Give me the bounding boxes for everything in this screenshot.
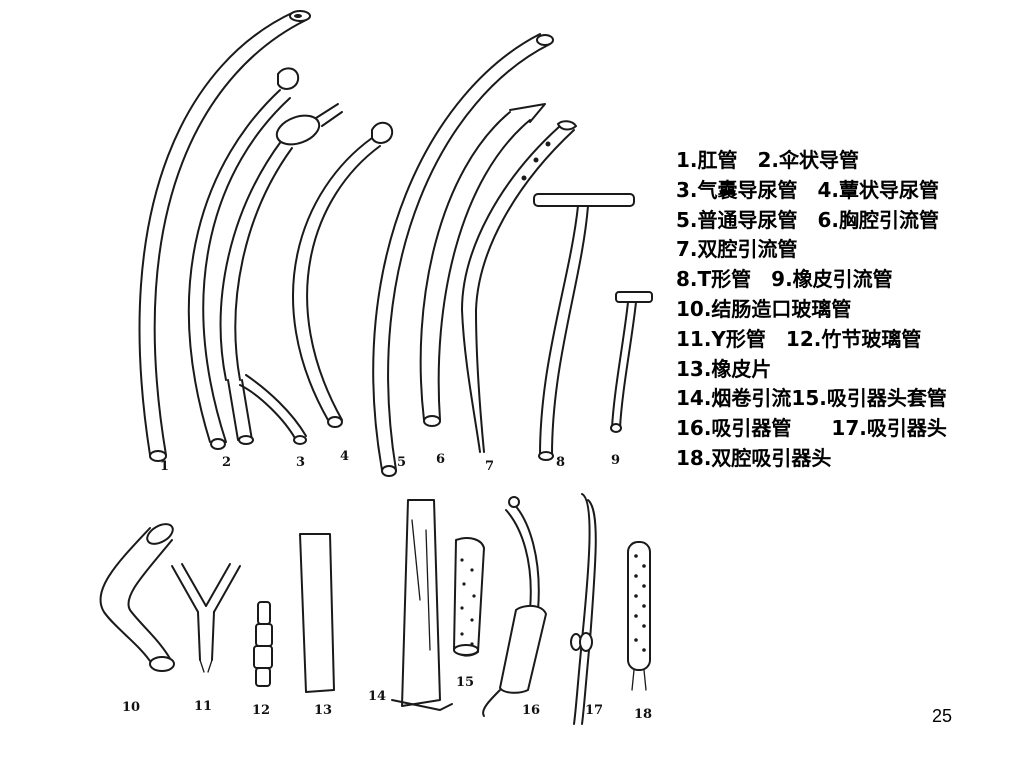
- legend-line: 3.气囊导尿管 4.蕈状导尿管: [676, 177, 940, 202]
- figure-label-2: 2: [222, 455, 231, 470]
- tube-9-rubber-drainage-tube: [610, 291, 653, 433]
- legend: 1.肛管 2.伞状导管 3.气囊导尿管 4.蕈状导尿管 5.普通导尿管 6.胸腔…: [676, 146, 1016, 474]
- figure-label-14: 14: [368, 689, 386, 704]
- tube-7-double-lumen-tube: [461, 120, 578, 453]
- legend-line: 14.烟卷引流15.吸引器头套管: [676, 386, 947, 411]
- figure-label-15: 15: [456, 675, 474, 690]
- tube-16-suction-tube: [482, 496, 548, 717]
- tube-18-double-lumen-suction-tip: [627, 541, 651, 691]
- legend-line: 1.肛管 2.伞状导管: [676, 148, 860, 172]
- tube-6-chest-drainage-tube: [419, 103, 546, 427]
- figure-label-9: 9: [611, 453, 620, 468]
- page-number: 25: [932, 706, 953, 726]
- tube-15-suction-sleeve: [453, 537, 485, 657]
- figure-label-16: 16: [522, 703, 540, 718]
- figure-label-1: 1: [160, 459, 169, 474]
- tube-12-bamboo-glass-tube: [253, 601, 273, 687]
- figure-label-17: 17: [585, 703, 603, 718]
- figure-label-18: 18: [634, 707, 652, 722]
- tube-13-rubber-sheet: [299, 533, 335, 693]
- tube-11-y-tube: [171, 563, 241, 673]
- tube-4-mushroom-catheter: [292, 121, 394, 428]
- figure-label-12: 12: [252, 703, 270, 718]
- tube-17-suction-tip: [570, 493, 597, 725]
- tube-3-balloon-catheter: [219, 103, 343, 445]
- tube-5-ordinary-catheter: [372, 33, 554, 477]
- tube-10-colostomy-glass-tube: [99, 523, 175, 672]
- legend-line: 5.普通导尿管 6.胸腔引流管: [676, 207, 940, 232]
- legend-line: 13.橡皮片: [676, 356, 772, 381]
- legend-line: 18.双腔吸引器头: [676, 445, 832, 470]
- figure-label-5: 5: [397, 455, 406, 470]
- legend-line: 11.Y形管 12.竹节玻璃管: [676, 326, 922, 351]
- legend-line: 7.双腔引流管: [676, 237, 798, 262]
- legend-line: 8.T形管 9.橡皮引流管: [676, 267, 893, 292]
- legend-line: 16.吸引器管 17.吸引器头: [676, 416, 947, 441]
- figure-label-7: 7: [485, 459, 494, 474]
- tube-1-anal-tube: [138, 10, 311, 462]
- figure-label-11: 11: [194, 699, 212, 714]
- figure-label-13: 13: [314, 703, 332, 718]
- tube-8-t-tube: [533, 193, 635, 461]
- legend-line: 10.结肠造口玻璃管: [676, 296, 852, 321]
- tube-2-umbrella-catheter: [187, 67, 300, 450]
- tube-14-cigarette-drain: [391, 499, 453, 711]
- figure-label-8: 8: [556, 455, 565, 470]
- figure-label-10: 10: [122, 700, 140, 715]
- figure-label-4: 4: [340, 449, 349, 464]
- figure-label-6: 6: [436, 452, 445, 467]
- figure-label-3: 3: [296, 455, 305, 470]
